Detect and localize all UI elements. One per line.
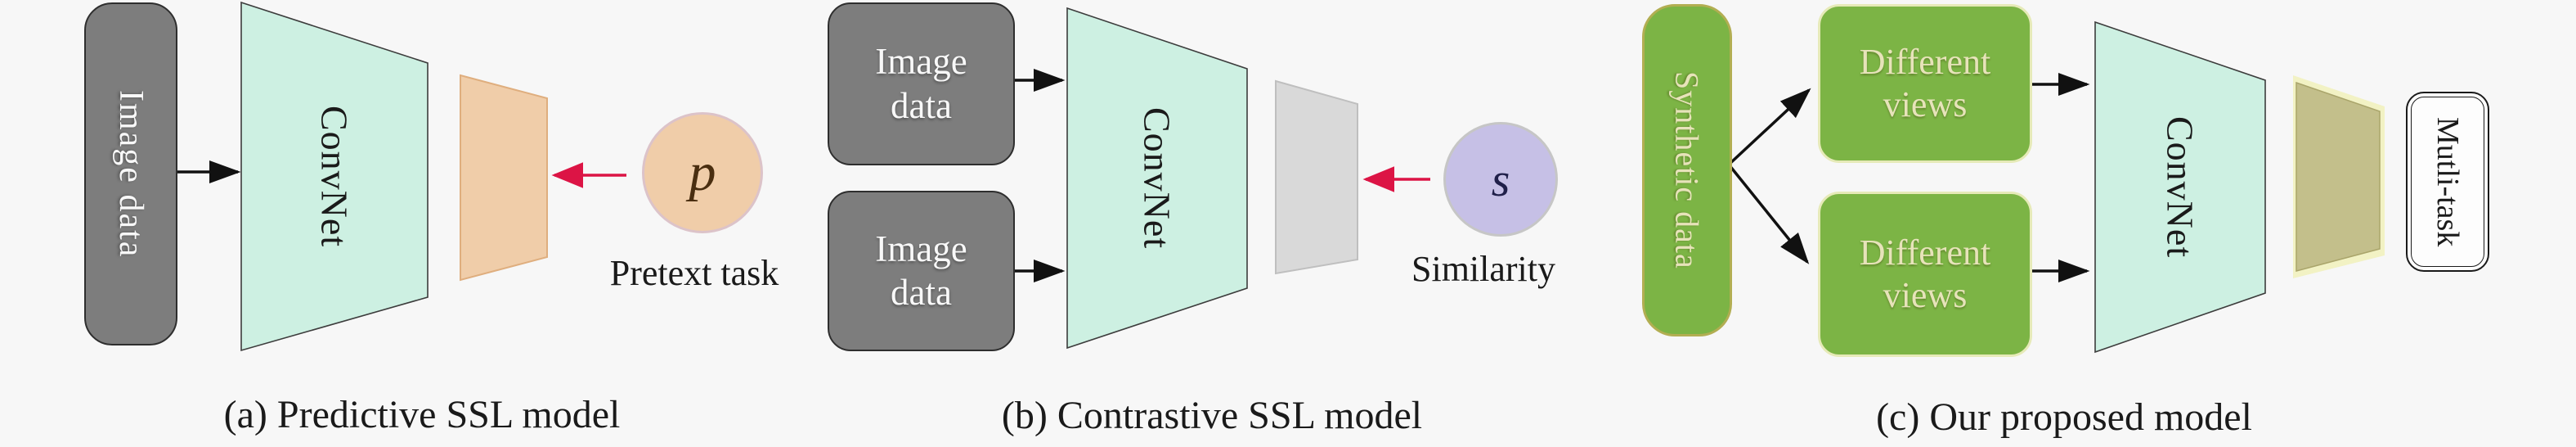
similarity-symbol-circle: s <box>1443 122 1558 237</box>
pretext-symbol-circle: p <box>642 112 763 233</box>
convnet-label-container-b: ConvNet <box>1067 8 1247 348</box>
convnet-label-b: ConvNet <box>1136 106 1178 250</box>
synthetic-data-pill-c: Synthetic data <box>1642 4 1732 336</box>
image-data-box-bottom-b: Image data <box>828 191 1015 351</box>
image-data-top-label-b: Image data <box>875 41 967 126</box>
similarity-label: Similarity <box>1411 249 1555 289</box>
convnet-label-container-c: ConvNet <box>2095 22 2265 352</box>
arrow-branch-to-views-bottom-c <box>1727 163 1810 264</box>
different-views-box-bottom-c: Different views <box>1818 192 2032 357</box>
multitask-box-c: Mutli-task <box>2406 92 2489 272</box>
image-data-label-a: Image data <box>112 89 150 259</box>
convnet-label-container-a: ConvNet <box>241 2 428 350</box>
feature-panel-a <box>460 74 548 282</box>
different-views-bottom-label-c: Different views <box>1859 233 1991 315</box>
image-data-bottom-label-b: Image data <box>875 228 967 313</box>
caption-panel-b: (b) Contrastive SSL model <box>1001 394 1423 437</box>
feature-panel-c <box>2296 81 2381 272</box>
synthetic-data-label-c: Synthetic data <box>1668 71 1706 269</box>
convnet-label-a: ConvNet <box>313 105 356 248</box>
arrow-branch-to-views-top-c <box>1727 88 1811 166</box>
caption-panel-a: (a) Predictive SSL model <box>223 393 621 436</box>
convnet-trapezoid-b <box>1066 7 1248 350</box>
pretext-symbol: p <box>689 142 716 202</box>
image-data-box-top-b: Image data <box>828 2 1015 165</box>
convnet-trapezoid-c <box>2094 20 2266 354</box>
caption-panel-c: (c) Our proposed model <box>1876 395 2252 439</box>
image-data-pill-a: Image data <box>84 2 177 345</box>
pretext-task-label: Pretext task <box>609 253 779 293</box>
different-views-top-label-c: Different views <box>1859 42 1991 124</box>
similarity-symbol: s <box>1491 152 1510 206</box>
convnet-label-c: ConvNet <box>2159 115 2201 259</box>
feature-panel-b <box>1275 79 1358 275</box>
convnet-trapezoid-a <box>240 1 429 352</box>
different-views-box-top-c: Different views <box>1818 4 2032 163</box>
multitask-label-c: Mutli-task <box>2430 116 2465 247</box>
